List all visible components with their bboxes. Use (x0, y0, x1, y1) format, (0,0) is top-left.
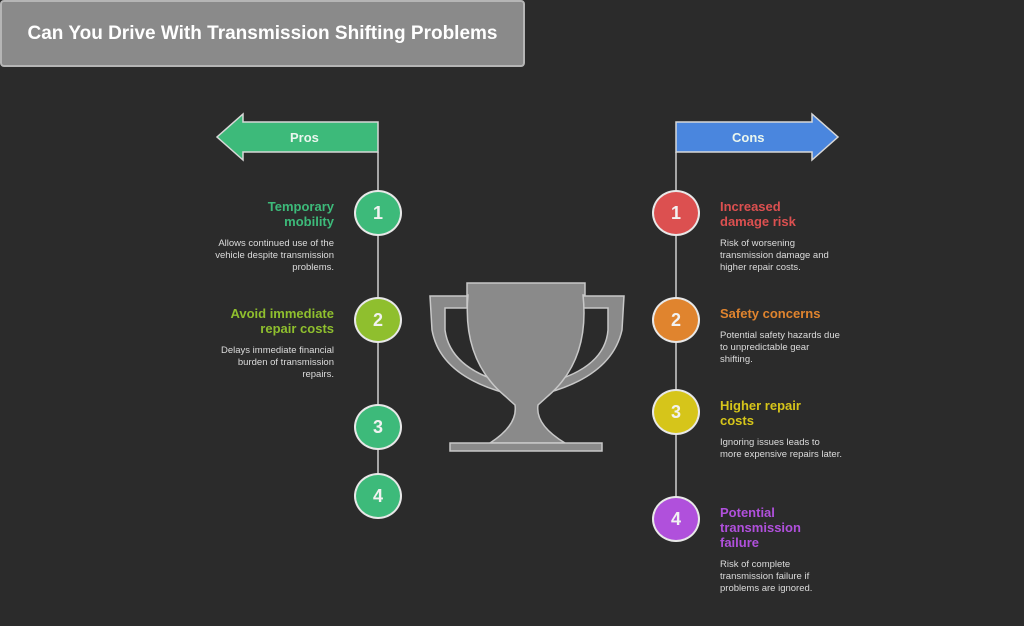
pros-item-title: Temporary mobility (267, 199, 334, 229)
cons-item-desc: Ignoring issues leads to more expensive … (720, 437, 842, 460)
cons-step-3-badge: 3 (652, 389, 700, 435)
pros-step-3-badge: 3 (354, 404, 402, 450)
cons-item-title: Potential transmission failure (720, 505, 801, 550)
pros-item-desc: Delays immediate financial burden of tra… (221, 345, 334, 380)
cons-item-title: Higher repair costs (720, 398, 801, 428)
cons-item-title: Increased damage risk (720, 199, 796, 229)
cons-item-desc: Potential safety hazards due to unpredic… (720, 330, 840, 365)
trophy-icon (429, 282, 625, 452)
cons-arrow (675, 112, 840, 162)
cons-item-desc: Risk of complete transmission failure if… (720, 559, 813, 594)
cons-item-title: Safety concerns (720, 306, 821, 321)
pros-step-4-badge: 4 (354, 473, 402, 519)
pros-step-2-badge: 2 (354, 297, 402, 343)
cons-label: Cons (732, 130, 765, 145)
pros-step-1-badge: 1 (354, 190, 402, 236)
cons-step-1-badge: 1 (652, 190, 700, 236)
pros-label: Pros (290, 130, 319, 145)
cons-step-2-badge: 2 (652, 297, 700, 343)
cons-item-desc: Risk of worsening transmission damage an… (720, 238, 829, 273)
pros-item-desc: Allows continued use of the vehicle desp… (215, 238, 334, 273)
cons-step-4-badge: 4 (652, 496, 700, 542)
pros-arrow (215, 112, 379, 162)
page-title: Can You Drive With Transmission Shifting… (0, 0, 525, 67)
pros-item-title: Avoid immediate repair costs (230, 306, 334, 336)
